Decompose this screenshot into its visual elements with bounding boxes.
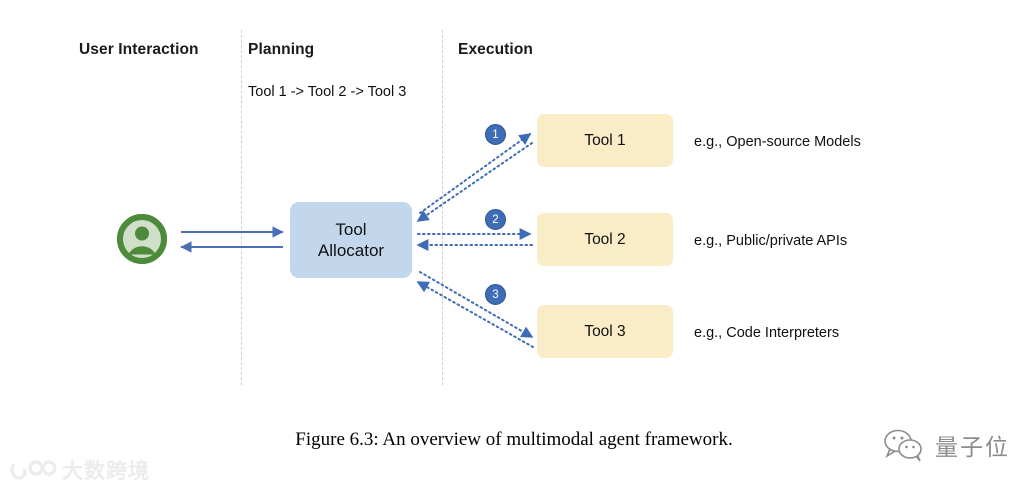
tool-box-2-label: Tool 2 — [584, 230, 626, 248]
tool-box-1-label: Tool 1 — [584, 131, 626, 149]
watermark-left: 大数跨境 — [10, 455, 150, 485]
column-divider-left — [241, 30, 242, 385]
step-badge-3: 3 — [485, 284, 506, 305]
tool-box-1[interactable]: Tool 1 — [537, 114, 673, 167]
step-badge-2: 2 — [485, 209, 506, 230]
tool-description-2: e.g., Public/private APIs — [694, 233, 848, 249]
step-badge-1: 1 — [485, 124, 506, 145]
arrow-allocator-to-tool-1 — [419, 133, 532, 214]
tool-description-1: e.g., Open-source Models — [694, 134, 861, 150]
wechat-bubble-icon — [884, 429, 922, 462]
arrow-tool-1-to-allocator — [416, 142, 533, 222]
column-divider-right — [442, 30, 443, 385]
figure-caption: Figure 6.3: An overview of multimodal ag… — [295, 429, 733, 450]
watermark-right-text: 量子位 — [935, 434, 1010, 460]
column-header-user-interaction: User Interaction — [79, 41, 199, 58]
tool-description-3: e.g., Code Interpreters — [694, 325, 840, 341]
tool-allocator-box[interactable]: Tool Allocator — [290, 202, 412, 278]
tool-allocator-label-line2: Allocator — [317, 241, 385, 260]
arrow-tool-3-to-allocator — [416, 281, 534, 348]
arrow-allocator-to-tool-3 — [419, 271, 534, 338]
tool-box-2[interactable]: Tool 2 — [537, 213, 673, 266]
user-avatar-icon — [117, 214, 167, 264]
watermark-left-text: 大数跨境 — [62, 460, 150, 483]
plan-sequence-text: Tool 1 -> Tool 2 -> Tool 3 — [248, 84, 407, 100]
tool-box-3[interactable]: Tool 3 — [537, 305, 673, 358]
watermark-right: 量子位 — [881, 428, 1010, 462]
bigdata-logo-icon — [10, 460, 56, 480]
tool-allocator-label-line1: Tool — [335, 219, 367, 239]
tool-box-3-label: Tool 3 — [584, 322, 626, 340]
column-header-execution: Execution — [458, 41, 533, 58]
column-header-planning: Planning — [248, 41, 315, 58]
